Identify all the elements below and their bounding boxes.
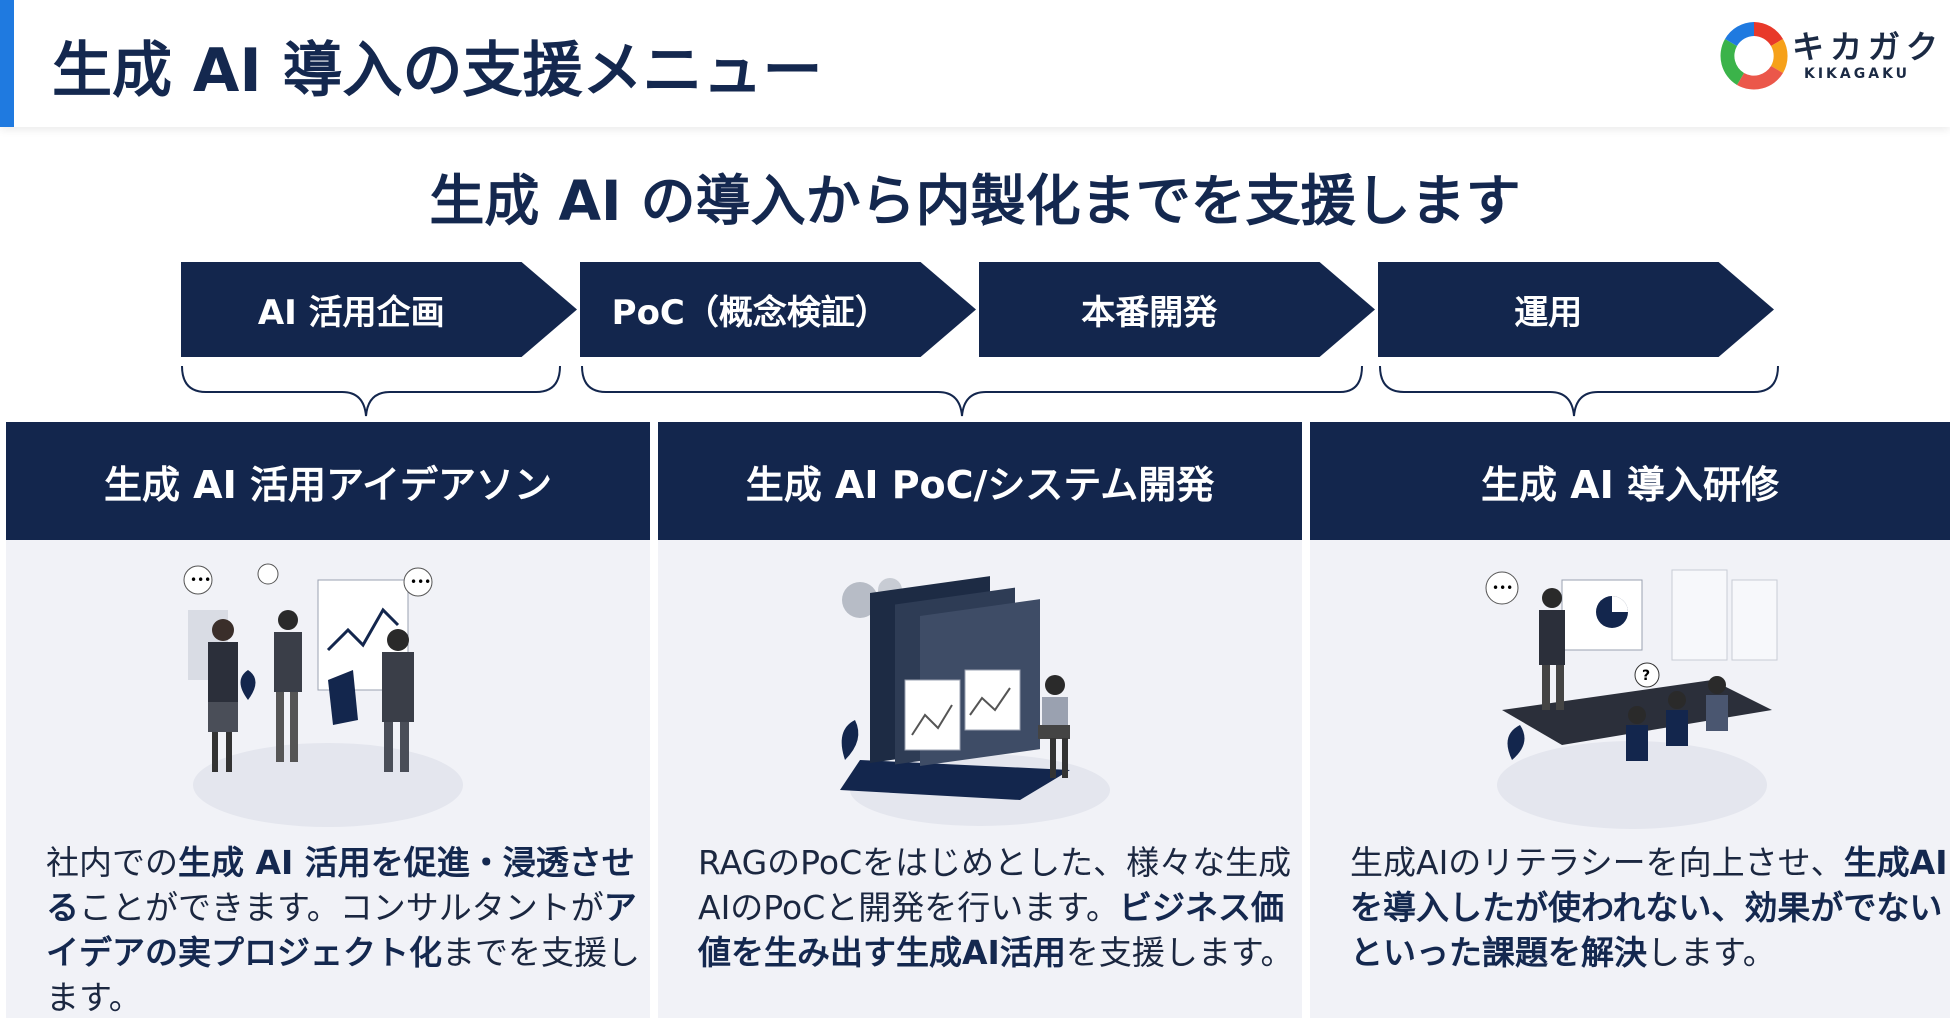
card-description: RAGのPoCをはじめとした、様々な生成AIのPoCと開発を行います。ビジネス価… [698, 840, 1298, 975]
page-title: 生成 AI 導入の支援メニュー [52, 36, 823, 106]
desc-part: します。 [1647, 933, 1776, 972]
step-label: AI 活用企画 [257, 293, 445, 333]
service-card-poc-dev: 生成 AI PoC/システム開発 RAGのPoCをはじめとした、様々な生成AIの… [658, 422, 1302, 1018]
svg-text:?: ? [1642, 668, 1650, 684]
card-description: 生成AIのリテラシーを向上させ、生成AIを導入したが使われない、効果がでないとい… [1350, 840, 1950, 975]
logo-mark-icon [1720, 22, 1788, 90]
desc-part: ことができます。コンサルタントが [79, 888, 604, 927]
header-bar [0, 0, 1950, 127]
step-label: 本番開発 [1081, 293, 1218, 333]
desc-part: までを支援します。 [46, 933, 640, 1017]
svg-text:•••: ••• [190, 573, 211, 587]
card-title: 生成 AI 活用アイデアソン [6, 422, 650, 540]
desc-part: 社内での [46, 843, 178, 882]
step-grouping-braces [181, 365, 1779, 417]
desc-part-bold: ビジネス価値を生み出す生成AI活用 [698, 888, 1284, 972]
brace-training [1379, 365, 1779, 417]
step-label: 運用 [1514, 293, 1583, 333]
card-description: 社内での生成 AI 活用を促進・浸透させることができます。コンサルタントがアイデ… [46, 840, 646, 1020]
training-presentation-illustration: ••• ? [1485, 569, 1778, 829]
desc-part-bold: 生成 AI 活用を促進・浸透させる [46, 843, 635, 927]
step-operation: 運用 [1378, 262, 1774, 357]
desc-part: 生成AIのリテラシーを向上させ、 [1350, 843, 1844, 882]
step-label: PoC（概念検証） [611, 293, 889, 333]
kikagaku-logo [1720, 22, 1788, 90]
service-card-ideathon: 生成 AI 活用アイデアソン ••• ••• 社内での生成 AI 活用を促進・浸… [6, 422, 650, 1018]
desc-part: を支援します。 [1065, 933, 1294, 972]
step-production-dev: 本番開発 [979, 262, 1375, 357]
svg-text:•••: ••• [410, 575, 431, 589]
brace-ideathon [181, 365, 561, 417]
card-title: 生成 AI 導入研修 [1310, 422, 1950, 540]
desc-part-bold: 生成AIを導入したが使われない、効果がでないといった課題を解決 [1350, 843, 1948, 972]
step-poc: PoC（概念検証） [580, 262, 976, 357]
logo-text-jp: キカガク [1792, 28, 1945, 66]
service-card-training: 生成 AI 導入研修 ••• ? 生成AIのリテラシーを向上させ、生成AIを導入… [1310, 422, 1950, 1018]
brace-poc-dev [581, 365, 1363, 417]
desc-part: RAGのPoCをはじめとした、様々な生成AIのPoCと開発を行います。 [698, 843, 1292, 927]
page-subtitle: 生成 AI の導入から内製化までを支援します [429, 169, 1521, 233]
desc-part-bold: アイデアの実プロジェクト化 [46, 888, 637, 972]
header-accent-bar [0, 0, 14, 127]
svg-text:•••: ••• [1492, 581, 1513, 595]
step-ai-planning: AI 活用企画 [181, 262, 577, 357]
developer-screens-illustration [840, 576, 1110, 826]
people-brainstorm-illustration: ••• ••• [183, 563, 463, 827]
logo-text-en: KIKAGAKU [1804, 66, 1911, 82]
card-title: 生成 AI PoC/システム開発 [658, 422, 1302, 540]
